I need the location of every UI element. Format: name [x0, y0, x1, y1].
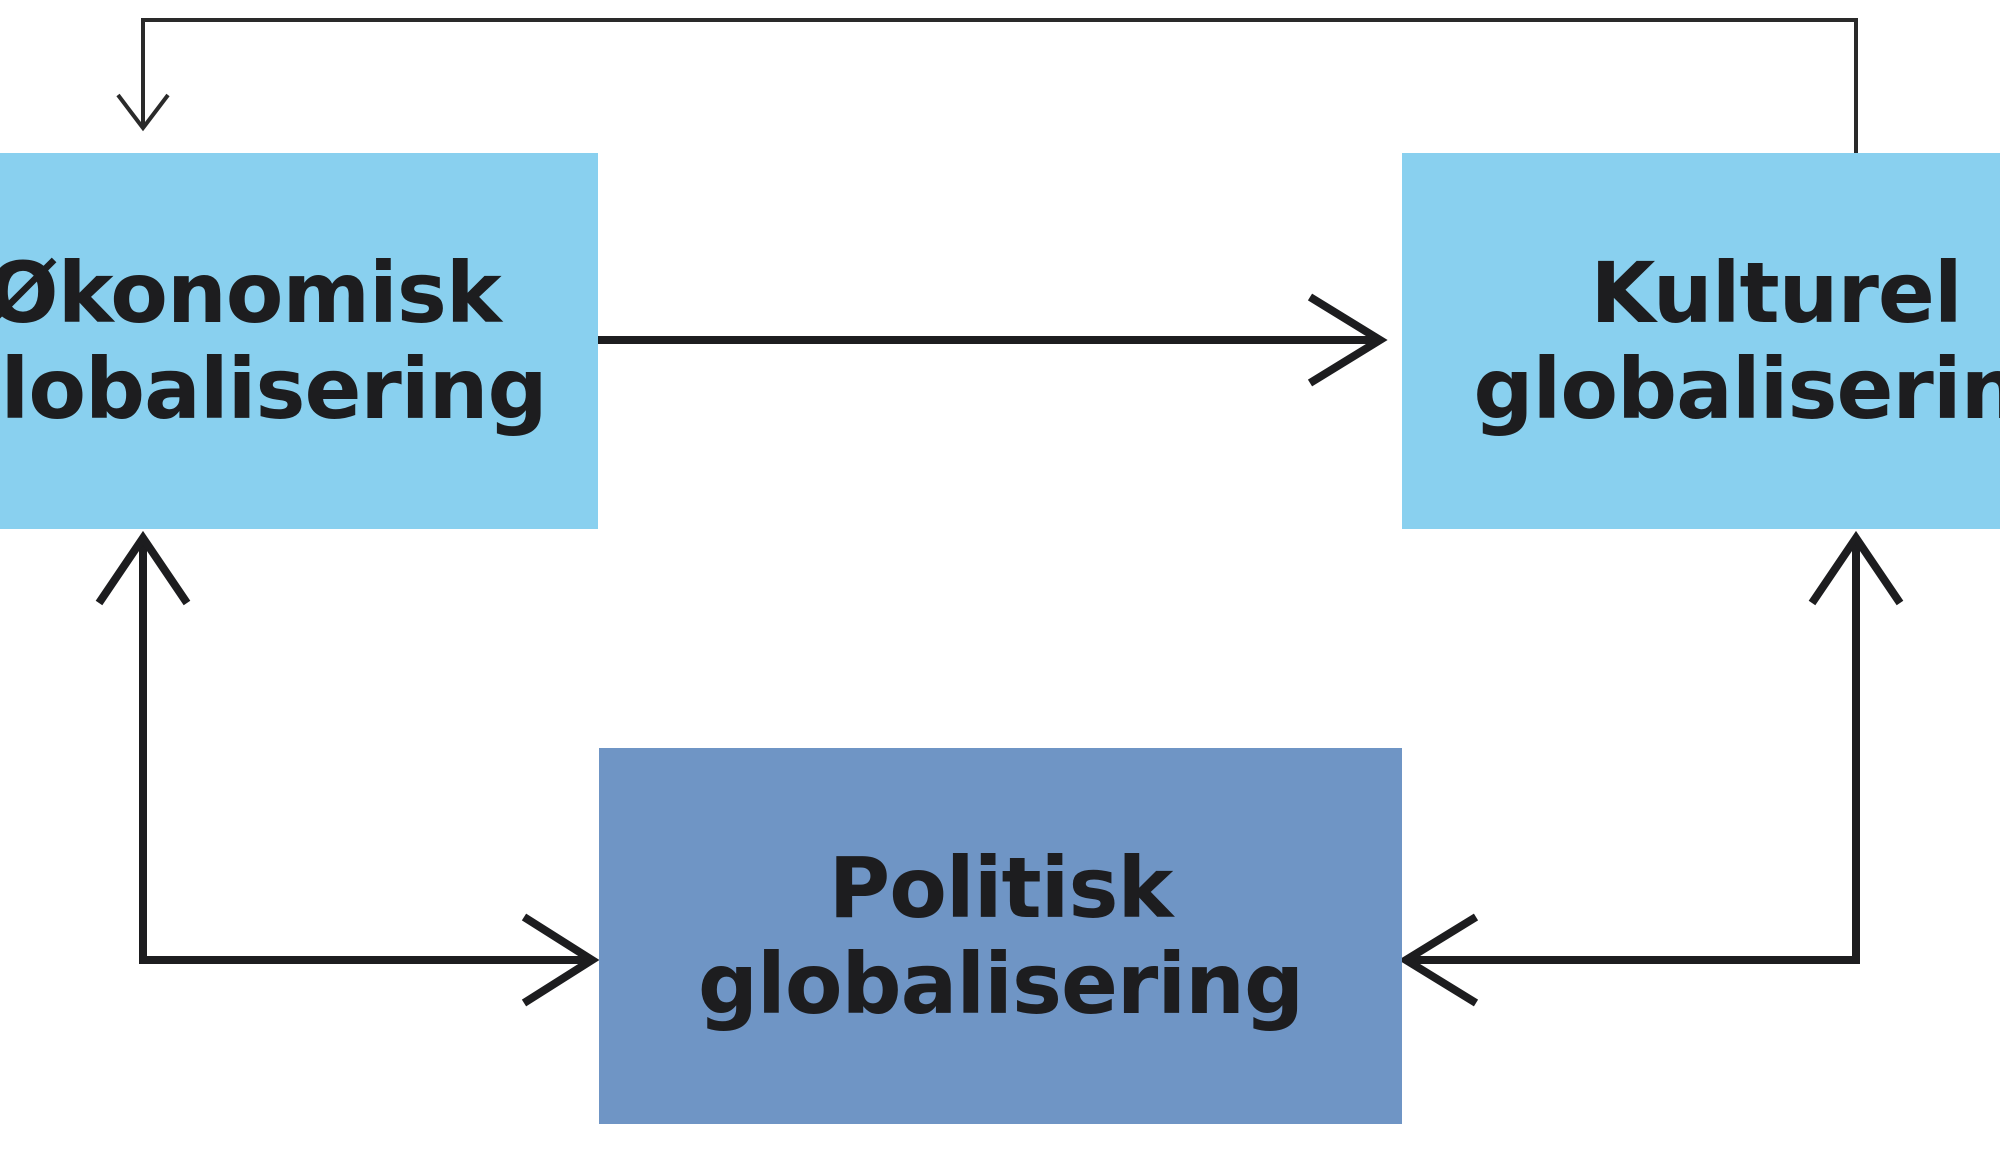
node-political-label: Politisk globalisering	[599, 748, 1402, 1124]
node-cultural-line2: globalisering	[1473, 340, 2000, 438]
arrowhead-economic-top	[116, 93, 170, 132]
node-cultural-label: Kulturel globalisering	[1422, 153, 2000, 529]
node-economic-line2: globalisering	[0, 340, 548, 438]
arrowhead-political-right	[1398, 913, 1479, 1007]
arrowhead-economic-bottom	[95, 530, 191, 606]
connector-economic-political	[139, 538, 592, 964]
node-economic-line1: Økonomisk	[0, 244, 502, 342]
connector-cultural-to-economic	[141, 18, 1858, 153]
arrowhead-cultural-left	[1307, 293, 1388, 387]
node-economic-label: Økonomisk globalisering	[0, 153, 598, 529]
arrowhead-cultural-bottom	[1808, 530, 1904, 606]
node-cultural-globalization: Kulturel globalisering	[1402, 153, 2000, 529]
arrowhead-political-left	[521, 913, 600, 1007]
node-economic-globalization: Økonomisk globalisering	[0, 153, 598, 529]
node-political-line2: globalisering	[697, 935, 1304, 1033]
node-cultural-line1: Kulturel	[1590, 244, 1962, 342]
node-political-globalization: Politisk globalisering	[599, 748, 1402, 1124]
connector-political-cultural	[1406, 538, 1860, 964]
node-political-line1: Politisk	[828, 839, 1174, 937]
